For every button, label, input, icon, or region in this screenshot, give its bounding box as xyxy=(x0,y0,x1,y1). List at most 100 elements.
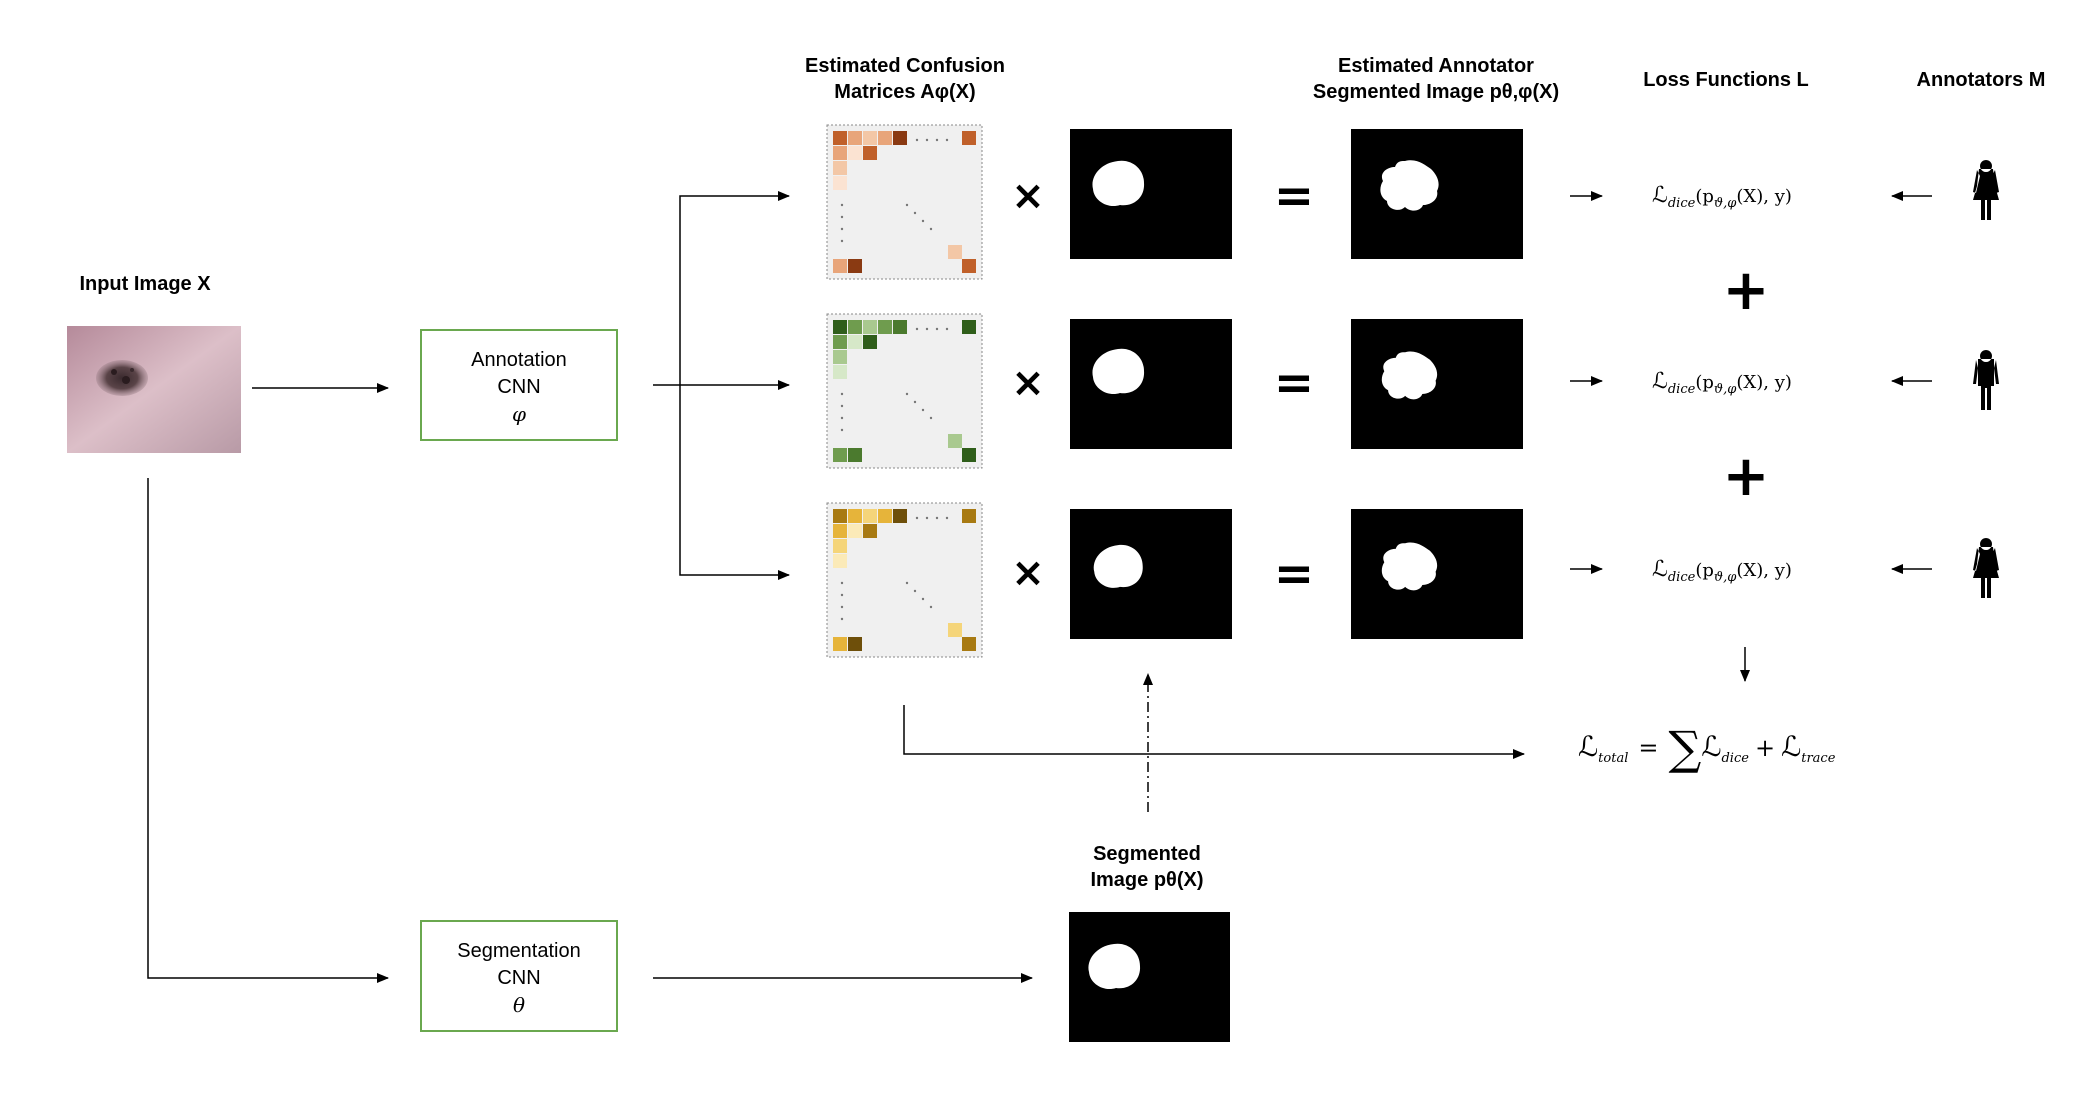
matrix-cell xyxy=(848,146,862,160)
matrix-ellipsis-dot xyxy=(840,404,844,408)
matrix-ellipsis-dot xyxy=(905,203,909,207)
matrix-cell xyxy=(863,335,877,349)
matrix-ellipsis-dot xyxy=(915,138,919,142)
input-image xyxy=(67,326,241,453)
matrix-cell xyxy=(962,320,976,334)
times-operator: × xyxy=(1011,360,1045,406)
matrix-cell xyxy=(833,161,847,175)
matrix-cell xyxy=(848,131,862,145)
matrix-cell xyxy=(863,320,877,334)
matrix-cell xyxy=(893,320,907,334)
annotator-mask-1 xyxy=(1351,129,1523,259)
matrix-ellipsis-dot xyxy=(935,138,939,142)
matrix-ellipsis-dot xyxy=(905,392,909,396)
equals-operator: = xyxy=(1274,355,1314,411)
theta-symbol: θ xyxy=(513,993,525,1017)
matrix-cell xyxy=(833,350,847,364)
confusion-matrix-3 xyxy=(826,502,983,658)
matrix-cell xyxy=(833,637,847,651)
arrow-annotation-to-matrix-3 xyxy=(679,385,790,580)
matrix-cell xyxy=(833,539,847,553)
matrix-cell xyxy=(848,524,862,538)
matrix-cell xyxy=(833,554,847,568)
predicted-mask-2 xyxy=(1070,319,1232,449)
confusion-matrices xyxy=(826,124,983,658)
matrix-cell xyxy=(893,131,907,145)
annotator-seg-title-line1: Estimated Annotator xyxy=(1338,55,1534,77)
matrix-cell xyxy=(948,245,962,259)
dice-loss-3: ℒdice(pϑ,φ(X), y) xyxy=(1652,557,1792,585)
matrix-cell xyxy=(833,131,847,145)
matrix-ellipsis-dot xyxy=(840,617,844,621)
matrix-cell xyxy=(833,335,847,349)
annotators-title: Annotators M xyxy=(1917,69,2046,91)
matrix-cell xyxy=(833,524,847,538)
input-image-title: Input Image X xyxy=(79,273,211,295)
matrix-ellipsis-dot xyxy=(840,215,844,219)
matrix-ellipsis-dot xyxy=(929,227,933,231)
segmented-mask xyxy=(1069,912,1230,1042)
matrix-cell xyxy=(948,434,962,448)
matrix-ellipsis-dot xyxy=(945,327,949,331)
matrix-cell xyxy=(848,637,862,651)
matrix-cell xyxy=(962,637,976,651)
matrix-cell xyxy=(863,524,877,538)
person-icon xyxy=(1973,538,1999,598)
matrix-cell xyxy=(833,259,847,273)
matrix-cell xyxy=(878,320,892,334)
matrix-ellipsis-dot xyxy=(921,597,925,601)
loss-terms: ℒdice(pϑ,φ(X), y) ℒdice(pϑ,φ(X), y) ℒdic… xyxy=(1578,183,1836,775)
matrix-ellipsis-dot xyxy=(913,400,917,404)
annotator-icons xyxy=(1973,160,1999,598)
matrix-cell xyxy=(878,509,892,523)
matrix-ellipsis-dot xyxy=(840,581,844,585)
matrix-cell xyxy=(863,131,877,145)
matrix-ellipsis-dot xyxy=(915,327,919,331)
matrix-cell xyxy=(848,448,862,462)
matrix-ellipsis-dot xyxy=(840,416,844,420)
person-icon xyxy=(1973,160,1999,220)
matrix-cell xyxy=(833,176,847,190)
dice-loss-1: ℒdice(pϑ,φ(X), y) xyxy=(1652,183,1792,211)
arrow-matrices-to-total-loss xyxy=(903,705,1525,759)
matrix-ellipsis-dot xyxy=(935,327,939,331)
segmentation-cnn-box: Segmentation CNN θ xyxy=(420,920,618,1032)
confusion-title-line2: Matrices Aφ(X) xyxy=(834,81,975,103)
matrix-ellipsis-dot xyxy=(945,516,949,520)
annotator-mask-2 xyxy=(1351,319,1523,449)
operators: × × × = = = + + xyxy=(1011,168,1769,602)
matrix-ellipsis-dot xyxy=(840,428,844,432)
matrix-cell xyxy=(962,259,976,273)
matrix-ellipsis-dot xyxy=(925,327,929,331)
matrix-ellipsis-dot xyxy=(915,516,919,520)
loss-functions-title: Loss Functions L xyxy=(1643,69,1809,91)
matrix-cell xyxy=(962,509,976,523)
matrix-ellipsis-dot xyxy=(913,589,917,593)
predicted-mask-3 xyxy=(1070,509,1232,639)
matrix-cell xyxy=(833,365,847,379)
annotation-cnn-sublabel: CNN xyxy=(497,376,540,398)
annotation-cnn-box: Annotation CNN φ xyxy=(420,329,618,441)
matrix-ellipsis-dot xyxy=(913,211,917,215)
plus-operator: + xyxy=(1723,444,1770,509)
matrix-ellipsis-dot xyxy=(925,138,929,142)
matrix-ellipsis-dot xyxy=(925,516,929,520)
annotation-cnn-label: Annotation xyxy=(471,349,567,371)
segmented-title-line2: Image pθ(X) xyxy=(1090,869,1203,891)
segmentation-cnn-label: Segmentation xyxy=(457,940,580,962)
matrix-ellipsis-dot xyxy=(935,516,939,520)
arrow-annotation-to-matrix-1 xyxy=(679,191,790,385)
connectors xyxy=(147,191,1932,983)
matrix-cell xyxy=(948,623,962,637)
annotator-seg-title-line2: Segmented Image pθ,φ(X) xyxy=(1313,81,1559,103)
matrix-ellipsis-dot xyxy=(945,138,949,142)
person-icon xyxy=(1973,350,1999,410)
arrow-input-to-segmentation xyxy=(147,478,389,983)
matrix-ellipsis-dot xyxy=(921,219,925,223)
total-loss-equation: ℒtotal=∑ℒdice+ℒtrace xyxy=(1578,721,1836,775)
matrix-cell xyxy=(893,509,907,523)
matrix-cell xyxy=(833,509,847,523)
confusion-matrix-2 xyxy=(826,313,983,469)
matrix-cell xyxy=(848,320,862,334)
